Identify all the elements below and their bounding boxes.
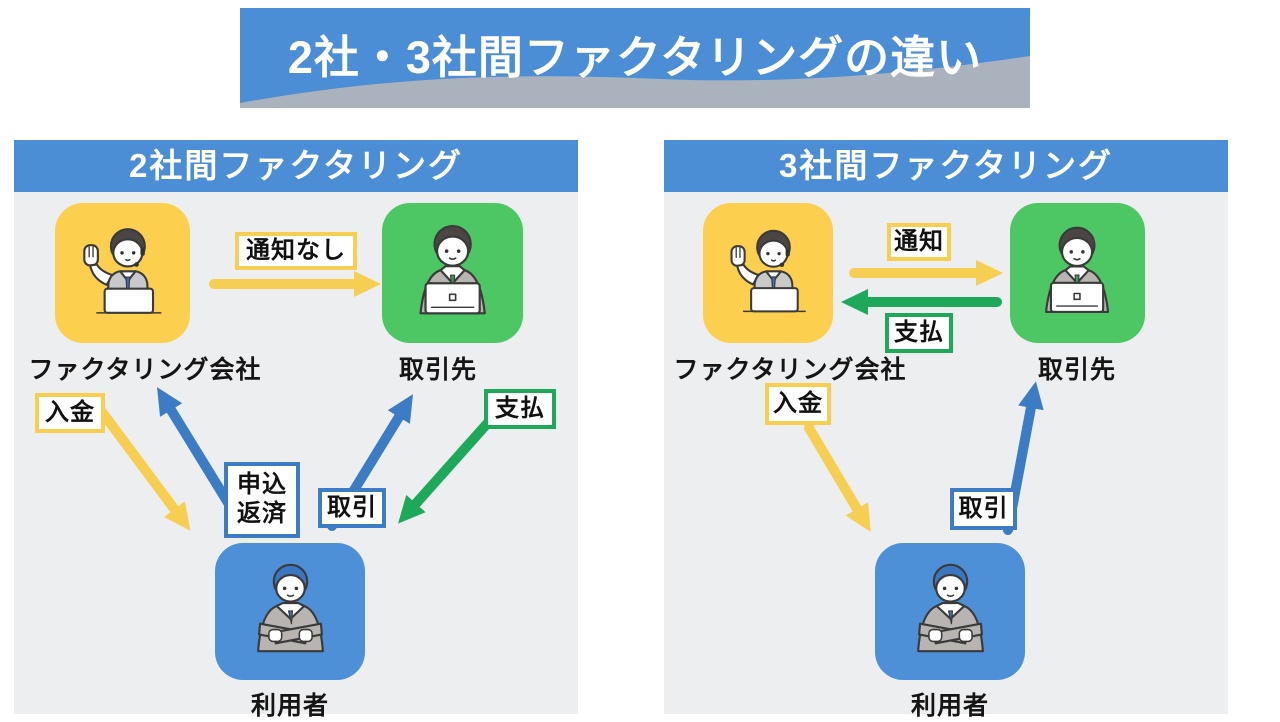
- banner-wave-decoration: [240, 8, 1030, 108]
- deposit-tag: 入金: [765, 383, 831, 425]
- no-notice-tag: 通知なし: [235, 232, 357, 270]
- two-party-header: 2社間ファクタリング: [14, 140, 578, 192]
- apply-repay-tag: 申込 返済: [224, 462, 300, 538]
- pay-tag: 支払: [484, 389, 556, 429]
- businessman-arms-crossed-icon: [886, 553, 1015, 671]
- notice-tag: 通知: [887, 223, 951, 261]
- businessman-laptop-icon: [1019, 213, 1135, 333]
- pay-tag: 支払: [885, 313, 953, 353]
- trade-tag: 取引: [950, 488, 1017, 530]
- factoring-company-label: ファクタリング会社: [28, 356, 262, 384]
- businessman-arms-crossed-icon: [226, 553, 355, 671]
- title-banner: 2社・3社間ファクタリングの違い: [240, 8, 1030, 108]
- panel-two-party: 2社間ファクタリング ファクタリング会社 取引先 利用者 通知なし 入金 申込 …: [14, 140, 578, 720]
- client-node: [382, 203, 523, 343]
- businessman-laptop-icon: [392, 213, 513, 333]
- panel-three-party: 3社間ファクタリング ファクタリング会社 取引先 利用者 通知 支払 入金 取引: [664, 140, 1228, 720]
- trade-tag: 取引: [318, 488, 386, 528]
- arrow-deposit: [97, 407, 191, 531]
- repay-line: 返済: [237, 500, 287, 527]
- apply-line: 申込: [237, 471, 287, 499]
- factoring-company-node: [55, 203, 190, 343]
- arrow-deposit: [804, 423, 871, 533]
- factoring-company-label: ファクタリング会社: [673, 356, 907, 384]
- operator-person-icon: [712, 213, 824, 333]
- user-node: [875, 543, 1025, 680]
- client-node: [1010, 203, 1145, 343]
- main-title: 2社・3社間ファクタリングの違い: [287, 32, 983, 83]
- three-party-header: 3社間ファクタリング: [664, 140, 1228, 192]
- deposit-tag: 入金: [35, 393, 105, 433]
- client-label: 取引先: [1037, 356, 1117, 384]
- factoring-company-node: [703, 203, 833, 343]
- user-label: 利用者: [250, 692, 330, 720]
- user-node: [215, 543, 365, 680]
- client-label: 取引先: [398, 356, 478, 384]
- user-label: 利用者: [910, 692, 990, 720]
- operator-person-icon: [64, 213, 180, 333]
